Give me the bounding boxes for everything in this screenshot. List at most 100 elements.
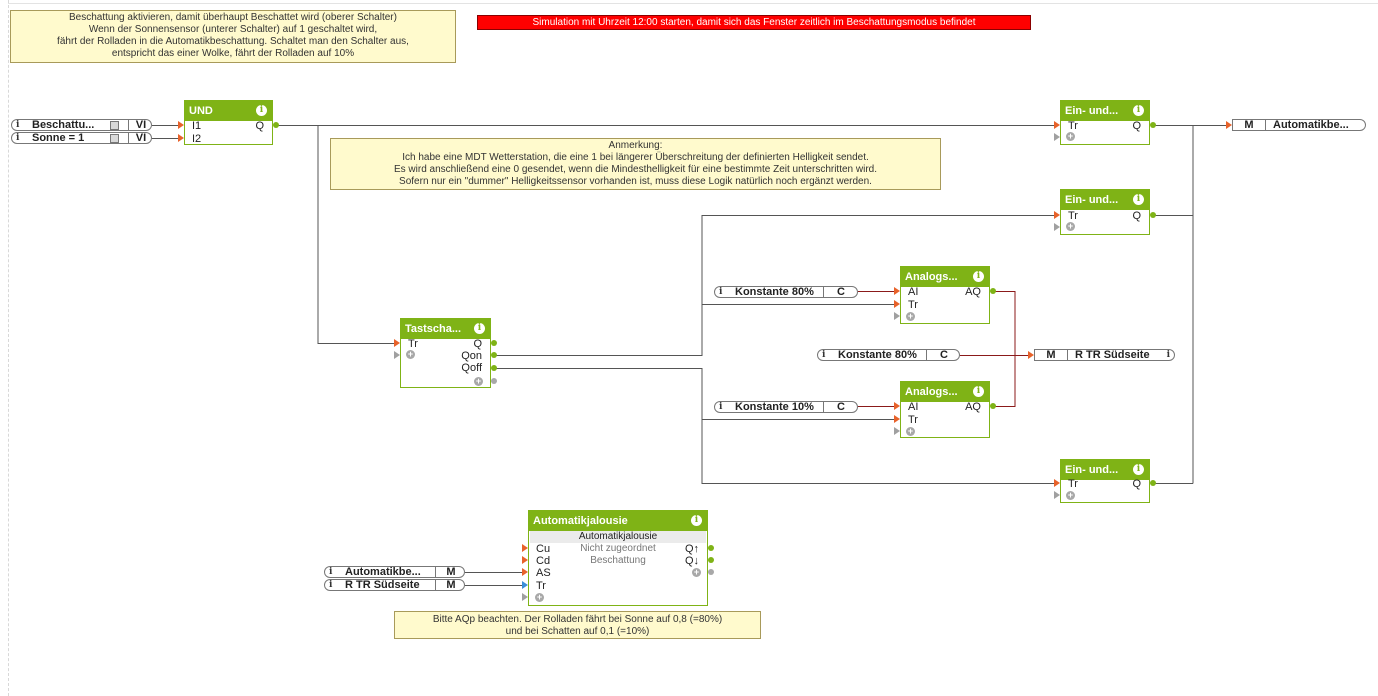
block-analog-2[interactable]: Analogs...i AI Tr AQ <box>900 381 990 438</box>
block-title: Ein- und...i <box>1061 460 1149 480</box>
pin-in[interactable] <box>1054 121 1060 129</box>
info-icon[interactable]: i <box>719 402 723 412</box>
info-icon[interactable]: i <box>16 120 20 130</box>
note-line: Es wird anschließend eine 0 gesendet, we… <box>393 164 878 175</box>
wire-ein-or <box>1152 125 1194 484</box>
block-ein-aus-3[interactable]: Ein- und...i Tr Q <box>1060 459 1150 503</box>
info-icon[interactable]: i <box>1133 464 1144 475</box>
pin-out[interactable] <box>990 288 996 294</box>
pin-out[interactable] <box>708 545 714 551</box>
pin-in[interactable] <box>1054 491 1060 499</box>
pin-in[interactable] <box>178 121 184 129</box>
pin-in[interactable] <box>1054 479 1060 487</box>
info-icon[interactable]: i <box>691 515 702 526</box>
constant-type: C <box>940 349 948 361</box>
note-line: entspricht das einer Wolke, fährt der Ro… <box>111 48 355 59</box>
constant-80-a[interactable]: i Konstante 80% C <box>714 286 858 298</box>
status-text: Beschattung <box>590 555 646 566</box>
info-icon[interactable]: i <box>1133 105 1144 116</box>
toggle-switch-icon[interactable] <box>110 121 119 130</box>
block-ein-aus-1[interactable]: Ein- und...i Tr Q <box>1060 100 1150 145</box>
pin-out[interactable] <box>491 365 497 371</box>
plus-icon[interactable]: + <box>1066 221 1075 231</box>
plus-icon[interactable]: + <box>906 426 915 436</box>
info-icon[interactable]: i <box>329 580 333 590</box>
plus-icon[interactable]: + <box>535 592 544 602</box>
pin-in[interactable] <box>1054 211 1060 219</box>
block-tastschalter[interactable]: Tastscha...i Tr Q Qon Qoff <box>400 318 491 388</box>
info-icon[interactable]: i <box>256 105 267 116</box>
info-icon[interactable]: i <box>474 323 485 334</box>
port-ai: AI <box>908 401 919 413</box>
constant-10[interactable]: i Konstante 10% C <box>714 401 858 413</box>
pin-out[interactable] <box>708 557 714 563</box>
info-icon[interactable]: i <box>973 271 984 282</box>
pin-in[interactable] <box>1054 223 1060 231</box>
info-icon[interactable]: i <box>1133 194 1144 205</box>
pin-in[interactable] <box>522 568 528 576</box>
constant-80-b[interactable]: i Konstante 80% C <box>817 349 960 361</box>
note-line: fährt der Rolladen in die Automatikbesch… <box>57 36 409 47</box>
pin-out[interactable] <box>491 378 497 384</box>
input-type: VI <box>135 132 147 144</box>
pin-out[interactable] <box>1150 480 1156 486</box>
input-label: Automatikbe... <box>345 567 421 577</box>
pin-out[interactable] <box>491 340 497 346</box>
plus-icon[interactable]: + <box>1066 131 1075 141</box>
pin-out[interactable] <box>708 569 714 575</box>
port-qon: Qon <box>461 350 482 362</box>
plus-icon[interactable]: + <box>1066 490 1075 500</box>
pin-in[interactable] <box>522 581 528 589</box>
pin-in[interactable] <box>394 351 400 359</box>
pin-in[interactable] <box>1028 351 1034 359</box>
block-ein-aus-2[interactable]: Ein- und...i Tr Q <box>1060 189 1150 235</box>
input-sonne[interactable]: i Sonne = 1 VI <box>11 132 152 144</box>
port-q: Q <box>255 120 264 132</box>
pin-in[interactable] <box>894 312 900 320</box>
pin-out[interactable] <box>1150 122 1156 128</box>
output-automatik[interactable]: M Automatikbe... <box>1232 119 1366 131</box>
note-line: Sofern nur ein "dummer" Helligkeitssenso… <box>399 176 872 187</box>
plus-icon[interactable]: + <box>692 567 701 577</box>
output-rtr-suedseite[interactable]: M R TR Südseite i <box>1034 349 1175 361</box>
info-icon[interactable]: i <box>329 567 333 577</box>
toggle-switch-icon[interactable] <box>110 134 119 143</box>
pin-in[interactable] <box>894 427 900 435</box>
pin-in[interactable] <box>394 339 400 347</box>
info-icon[interactable]: i <box>822 350 826 360</box>
plus-icon[interactable]: + <box>406 349 415 359</box>
pin-in[interactable] <box>894 415 900 423</box>
info-icon[interactable]: i <box>719 287 723 297</box>
pin-in[interactable] <box>522 593 528 601</box>
input-automatik-marker[interactable]: i Automatikbe... M <box>324 566 465 578</box>
pin-in[interactable] <box>894 300 900 308</box>
pin-in[interactable] <box>178 134 184 142</box>
pin-out[interactable] <box>491 352 497 358</box>
pin-in[interactable] <box>1054 133 1060 141</box>
simulation-banner: Simulation mit Uhrzeit 12:00 starten, da… <box>477 15 1031 30</box>
pin-in[interactable] <box>894 287 900 295</box>
note-top-left: Beschattung aktivieren, damit überhaupt … <box>10 10 456 63</box>
pin-in[interactable] <box>894 402 900 410</box>
input-rtr-marker[interactable]: i R TR Südseite M <box>324 579 465 591</box>
pin-in[interactable] <box>1226 121 1232 129</box>
info-icon[interactable]: i <box>16 133 20 143</box>
port-tr: Tr <box>1068 478 1078 490</box>
info-icon[interactable]: i <box>1166 350 1170 360</box>
pin-in[interactable] <box>522 556 528 564</box>
plus-icon[interactable]: + <box>906 311 915 321</box>
pin-in[interactable] <box>522 544 528 552</box>
divider <box>823 287 824 297</box>
port-q: Q <box>1132 478 1141 490</box>
info-icon[interactable]: i <box>973 386 984 397</box>
pin-out[interactable] <box>990 403 996 409</box>
block-analog-1[interactable]: Analogs...i AI Tr AQ <box>900 266 990 324</box>
input-beschattung[interactable]: i Beschattu... VI <box>11 119 152 131</box>
note-aqp: Bitte AQp beachten. Der Rolladen fährt b… <box>394 611 761 639</box>
pin-out[interactable] <box>1150 212 1156 218</box>
plus-icon[interactable]: + <box>474 376 483 386</box>
pin-out[interactable] <box>273 122 279 128</box>
